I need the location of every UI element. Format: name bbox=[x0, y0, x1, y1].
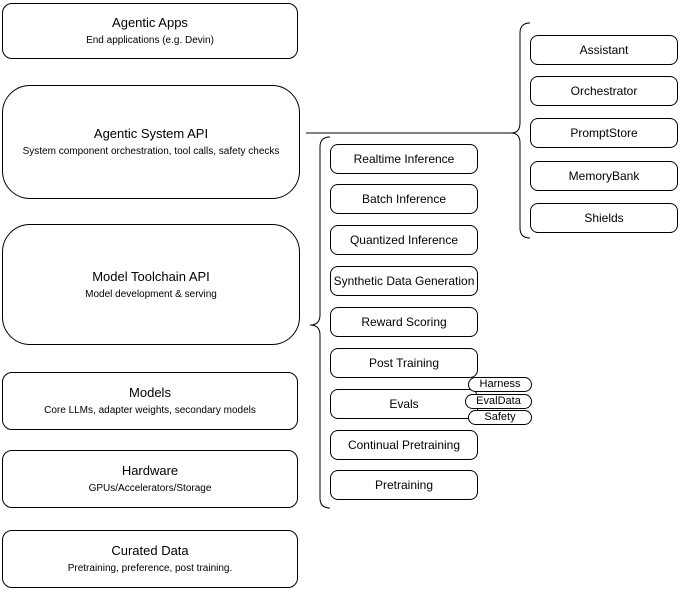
box-model-toolchain-api-subtitle: Model development & serving bbox=[85, 288, 217, 300]
system-group-bracket bbox=[510, 22, 531, 239]
node-shields-label: Shields bbox=[584, 211, 624, 225]
node-quantized-inference-label: Quantized Inference bbox=[349, 233, 459, 247]
tag-harness-label: Harness bbox=[479, 378, 521, 390]
node-continual-pretraining-label: Continual Pretraining bbox=[347, 438, 461, 452]
node-pretraining-label: Pretraining bbox=[374, 478, 434, 492]
tag-safety: Safety bbox=[468, 410, 532, 425]
node-evals-label: Evals bbox=[389, 397, 419, 411]
box-curated-data-subtitle: Pretraining, preference, post training. bbox=[67, 563, 233, 574]
tag-safety-label: Safety bbox=[484, 411, 516, 423]
node-continual-pretraining: Continual Pretraining bbox=[330, 430, 478, 460]
toolchain-group-bracket bbox=[309, 136, 331, 509]
tag-evaldata: EvalData bbox=[465, 394, 532, 409]
tag-evaldata-label: EvalData bbox=[476, 395, 521, 407]
node-realtime-inference: Realtime Inference bbox=[330, 144, 478, 174]
node-synthetic-data-generation-label: Synthetic Data Generation bbox=[333, 274, 475, 288]
box-models-title: Models bbox=[129, 385, 171, 400]
box-hardware-title: Hardware bbox=[121, 463, 179, 478]
box-agentic-apps: Agentic Apps End applications (e.g. Devi… bbox=[2, 3, 298, 59]
node-promptstore: PromptStore bbox=[530, 118, 678, 148]
node-post-training: Post Training bbox=[330, 348, 478, 378]
box-agentic-apps-subtitle: End applications (e.g. Devin) bbox=[86, 35, 214, 46]
box-hardware-subtitle: GPUs/Accelerators/Storage bbox=[88, 483, 212, 494]
box-curated-data-title: Curated Data bbox=[111, 543, 189, 558]
box-agentic-system-api: Agentic System API System component orch… bbox=[2, 85, 300, 199]
node-memorybank-label: MemoryBank bbox=[568, 169, 640, 183]
node-shields: Shields bbox=[530, 203, 678, 233]
box-model-toolchain-api: Model Toolchain API Model development & … bbox=[2, 224, 300, 345]
tag-harness: Harness bbox=[468, 377, 532, 392]
node-reward-scoring: Reward Scoring bbox=[330, 307, 478, 337]
node-pretraining: Pretraining bbox=[330, 470, 478, 500]
node-orchestrator: Orchestrator bbox=[530, 76, 678, 106]
node-assistant-label: Assistant bbox=[579, 43, 629, 57]
node-memorybank: MemoryBank bbox=[530, 161, 678, 191]
box-models: Models Core LLMs, adapter weights, secon… bbox=[2, 372, 298, 430]
box-curated-data: Curated Data Pretraining, preference, po… bbox=[2, 530, 298, 588]
node-assistant: Assistant bbox=[530, 35, 678, 65]
box-agentic-apps-title: Agentic Apps bbox=[112, 15, 188, 30]
node-batch-inference: Batch Inference bbox=[330, 184, 478, 214]
node-evals: Evals bbox=[330, 389, 478, 419]
box-models-subtitle: Core LLMs, adapter weights, secondary mo… bbox=[44, 405, 256, 416]
box-model-toolchain-api-title: Model Toolchain API bbox=[92, 268, 210, 284]
node-realtime-inference-label: Realtime Inference bbox=[353, 152, 455, 166]
box-agentic-system-api-subtitle: System component orchestration, tool cal… bbox=[22, 146, 280, 157]
node-batch-inference-label: Batch Inference bbox=[361, 192, 447, 206]
node-orchestrator-label: Orchestrator bbox=[570, 84, 638, 98]
node-post-training-label: Post Training bbox=[368, 356, 440, 370]
node-reward-scoring-label: Reward Scoring bbox=[361, 315, 447, 329]
box-agentic-system-api-title: Agentic System API bbox=[93, 126, 209, 141]
node-synthetic-data-generation: Synthetic Data Generation bbox=[330, 266, 478, 296]
node-quantized-inference: Quantized Inference bbox=[330, 225, 478, 255]
node-promptstore-label: PromptStore bbox=[570, 126, 638, 140]
box-hardware: Hardware GPUs/Accelerators/Storage bbox=[2, 450, 298, 508]
